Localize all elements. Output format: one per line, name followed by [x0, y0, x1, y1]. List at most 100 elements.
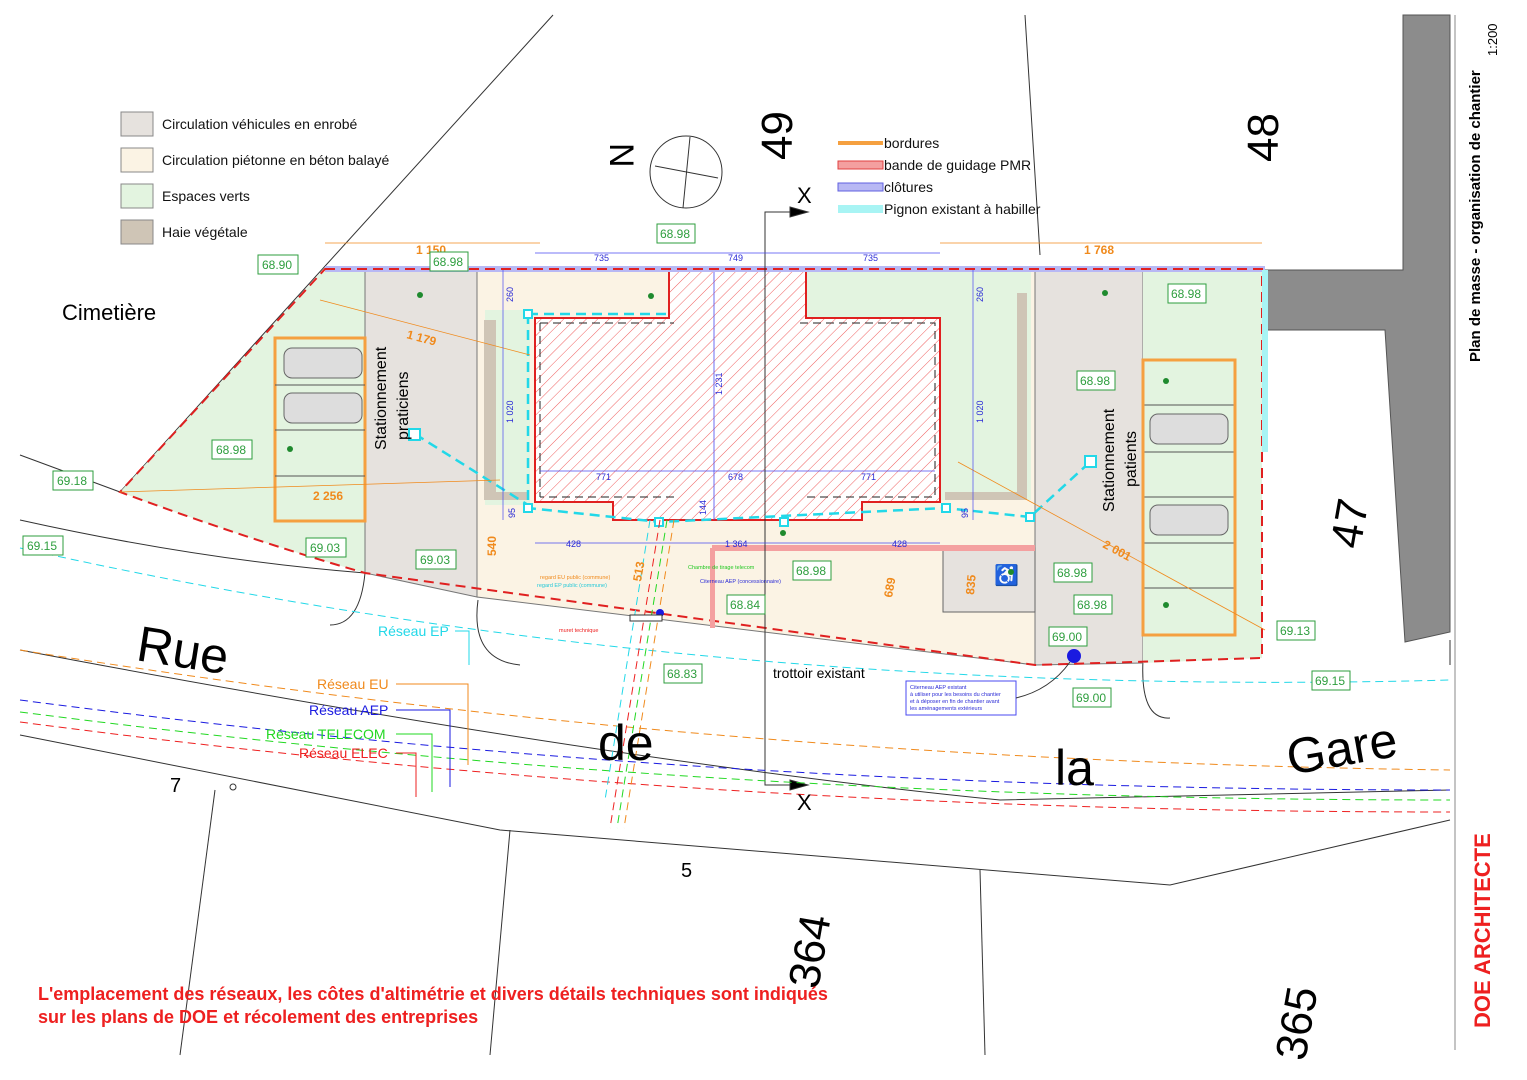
- svg-text:48: 48: [1239, 113, 1288, 162]
- svg-text:689: 689: [881, 576, 898, 598]
- svg-text:835: 835: [963, 574, 979, 595]
- svg-text:68.98: 68.98: [1057, 566, 1087, 580]
- svg-text:69.00: 69.00: [1076, 691, 1106, 705]
- green-area-left: [120, 268, 365, 573]
- svg-text:678: 678: [728, 472, 743, 482]
- svg-text:69.03: 69.03: [310, 541, 340, 555]
- svg-text:Réseau TELECOM: Réseau TELECOM: [266, 726, 386, 742]
- svg-text:144: 144: [698, 500, 708, 515]
- svg-text:69.15: 69.15: [27, 539, 57, 553]
- svg-text:68.98: 68.98: [796, 564, 826, 578]
- gable-to-clad: [1262, 270, 1268, 452]
- svg-text:68.98: 68.98: [433, 255, 463, 269]
- svg-text:Réseau EP: Réseau EP: [378, 623, 449, 639]
- svg-text:Circulation piétonne en béton: Circulation piétonne en béton balayé: [162, 152, 389, 168]
- svg-text:Réseau ELEC: Réseau ELEC: [299, 745, 388, 761]
- svg-text:69.15: 69.15: [1315, 674, 1345, 688]
- svg-text:364: 364: [780, 911, 841, 992]
- svg-text:1 364: 1 364: [725, 539, 748, 549]
- svg-text:47: 47: [1322, 495, 1379, 552]
- svg-text:Réseau AEP: Réseau AEP: [309, 702, 388, 718]
- network-labels: Réseau EP Réseau EU Réseau AEP Réseau TE…: [266, 623, 470, 797]
- svg-text:2 256: 2 256: [313, 489, 343, 503]
- svg-text:260: 260: [505, 287, 515, 302]
- svg-text:69.00: 69.00: [1052, 630, 1082, 644]
- svg-text:365: 365: [1267, 983, 1328, 1064]
- spot-levels: 68.90 68.98 68.98 68.98 68.98 68.98 69.1…: [22, 223, 1351, 708]
- svg-text:68.98: 68.98: [660, 227, 690, 241]
- svg-text:Pignon existant à habiller: Pignon existant à habiller: [884, 201, 1041, 217]
- svg-text:771: 771: [596, 472, 611, 482]
- section-line: [764, 206, 810, 791]
- svg-text:Chambre de tirage telecom: Chambre de tirage telecom: [688, 565, 755, 571]
- svg-text:68.98: 68.98: [1171, 287, 1201, 301]
- svg-text:Citerneau AEP (concessionnaire: Citerneau AEP (concessionnaire): [700, 579, 781, 585]
- svg-text:1 231: 1 231: [714, 372, 724, 395]
- section-label-bottom: X: [797, 790, 812, 815]
- svg-text:68.84: 68.84: [730, 598, 760, 612]
- bottom-note: L'emplacement des réseaux, les côtes d'a…: [38, 984, 828, 1027]
- svg-text:Rue: Rue: [133, 616, 232, 686]
- svg-text:95: 95: [960, 508, 970, 518]
- building-footprint: [534, 269, 941, 521]
- svg-text:la: la: [1055, 740, 1094, 796]
- svg-text:clôtures: clôtures: [884, 179, 933, 195]
- svg-text:95: 95: [507, 508, 517, 518]
- north-label: N: [602, 143, 640, 168]
- svg-text:428: 428: [566, 539, 581, 549]
- svg-text:bande de guidage PMR: bande de guidage PMR: [884, 157, 1031, 173]
- pmr-parking: [942, 547, 1036, 613]
- svg-text:69.13: 69.13: [1280, 624, 1310, 638]
- existing-building: [1264, 14, 1451, 643]
- street-networks: [19, 519, 1451, 829]
- svg-text:Haie végétale: Haie végétale: [162, 224, 248, 240]
- aep-meter-marker: [1067, 649, 1081, 663]
- blue-dimensions: 735 749 735 260 260 1 020 1 020 1 231 77…: [502, 252, 985, 549]
- svg-text:68.90: 68.90: [262, 258, 292, 272]
- svg-text:regard EU public (commune): regard EU public (commune): [540, 575, 610, 581]
- svg-text:69.03: 69.03: [420, 553, 450, 567]
- svg-text:513: 513: [630, 560, 647, 582]
- svg-text:749: 749: [728, 253, 743, 263]
- green-area-right: [1143, 270, 1262, 663]
- svg-text:68.98: 68.98: [216, 443, 246, 457]
- parking-stalls-right: [1141, 358, 1237, 637]
- site-boundary: [118, 268, 1263, 667]
- section-label-top: X: [797, 183, 812, 208]
- svg-text:1 768: 1 768: [1084, 243, 1114, 257]
- svg-text:1 020: 1 020: [505, 400, 515, 423]
- svg-text:1 020: 1 020: [975, 400, 985, 423]
- drawing-scale: 1:200: [1485, 23, 1500, 56]
- svg-text:735: 735: [863, 253, 878, 263]
- drawing-title: Plan de masse - organisation de chantier: [1467, 70, 1484, 362]
- svg-text:68.98: 68.98: [1080, 374, 1110, 388]
- svg-text:bordures: bordures: [884, 135, 939, 151]
- svg-text:muret technique: muret technique: [559, 628, 598, 634]
- line-legend: bordures bande de guidage PMR clôtures P…: [837, 135, 1041, 217]
- svg-text:68.98: 68.98: [1077, 598, 1107, 612]
- parcel-numbers: 49 48 47 7 5 364 365: [170, 111, 1378, 1064]
- pmr-guidance-strip: [712, 545, 1035, 551]
- svg-text:Espaces verts: Espaces verts: [162, 188, 250, 204]
- sidewalk-label: trottoir existant: [773, 665, 865, 681]
- svg-text:68.83: 68.83: [667, 667, 697, 681]
- svg-text:5: 5: [681, 860, 692, 882]
- utility-annotations: regard EU public (commune) regard EP pub…: [537, 565, 781, 634]
- svg-text:260: 260: [975, 287, 985, 302]
- svg-text:428: 428: [892, 539, 907, 549]
- ep-network: [414, 312, 1091, 524]
- architect-name: DOE ARCHITECTE: [1470, 833, 1495, 1028]
- svg-text:735: 735: [594, 253, 609, 263]
- surface-legend: Circulation véhicules en enrobé Circulat…: [120, 111, 389, 245]
- svg-text:Circulation véhicules en enrob: Circulation véhicules en enrobé: [162, 116, 358, 132]
- svg-text:de: de: [598, 715, 654, 771]
- north-arrow: N: [602, 135, 723, 209]
- svg-text:771: 771: [861, 472, 876, 482]
- svg-text:49: 49: [753, 111, 802, 160]
- hedge-right: [945, 293, 1027, 500]
